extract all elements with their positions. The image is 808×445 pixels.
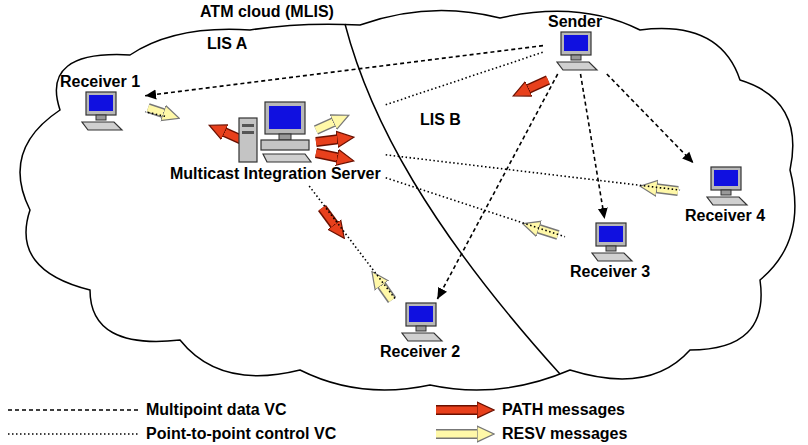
drive-slot: [242, 124, 254, 127]
computer-node: Receiver 1: [58, 72, 142, 131]
computer-node: Receiver 2: [378, 302, 462, 361]
node-label: Sender: [546, 12, 604, 31]
monitor-body: [86, 92, 116, 115]
drive-slot: [242, 131, 254, 134]
monitor-screen: [714, 170, 738, 186]
monitor-screen: [409, 306, 433, 322]
multipoint-data-vc: [607, 74, 694, 163]
control-vc: [386, 178, 565, 237]
legend-text: Multipoint data VC: [146, 400, 286, 419]
monitor-stand: [721, 190, 731, 195]
tower-case: [239, 118, 257, 162]
control-vc: [309, 186, 395, 299]
computer-icon: [701, 166, 749, 206]
legend-text: RESV messages: [502, 424, 627, 443]
monitor-body: [596, 223, 626, 246]
computer-node: Sender: [546, 12, 604, 71]
monitor-stand: [416, 326, 426, 331]
monitor-screen: [599, 226, 623, 242]
computer-icon: [586, 222, 634, 262]
multipoint-data-vc: [437, 74, 557, 299]
server-icon: [237, 100, 313, 164]
keyboard: [592, 253, 632, 261]
node-label: Receiver 4: [683, 206, 767, 225]
lis-label: LIS B: [418, 110, 463, 129]
computer-node: Multicast Integration Server: [168, 100, 383, 183]
monitor-stand: [571, 55, 581, 60]
monitor-stand: [606, 246, 616, 251]
node-label: Receiver 3: [568, 262, 652, 281]
multipoint-data-vc: [145, 46, 543, 96]
monitor-screen: [269, 106, 301, 129]
cloud-title: ATM cloud (MLIS): [198, 2, 336, 21]
node-label: Receiver 2: [378, 342, 462, 361]
control-vc: [386, 52, 543, 104]
lis-boundary: [345, 24, 560, 374]
desktop-unit: [261, 140, 309, 150]
keyboard: [82, 122, 122, 130]
computer-node: Receiver 3: [568, 222, 652, 281]
multipoint-data-vc: [581, 74, 605, 219]
monitor-screen: [89, 95, 113, 111]
atm-cloud: [20, 10, 795, 390]
lis-label: LIS A: [205, 34, 249, 53]
keyboard: [402, 333, 442, 341]
node-label: Multicast Integration Server: [168, 164, 383, 183]
keyboard: [557, 62, 597, 70]
node-label: Receiver 1: [58, 72, 142, 91]
computer-node: Receiver 4: [683, 166, 767, 225]
monitor-screen: [564, 35, 588, 51]
monitor-stand: [279, 134, 291, 140]
monitor-stand: [96, 115, 106, 120]
monitor-body: [711, 167, 741, 190]
computer-icon: [396, 302, 444, 342]
control-vc: [386, 155, 680, 190]
resv-arrows: [148, 108, 678, 300]
control-vc: [145, 112, 165, 117]
keyboard: [263, 154, 311, 162]
monitor-body: [561, 32, 591, 55]
monitor-body: [406, 303, 436, 326]
path-arrows: [222, 80, 548, 227]
computer-icon: [76, 91, 124, 131]
legend-text: Point-to-point control VC: [146, 424, 336, 443]
keyboard: [707, 197, 747, 205]
legend-text: PATH messages: [502, 400, 625, 419]
computer-icon: [551, 31, 599, 71]
monitor-body: [265, 102, 305, 134]
